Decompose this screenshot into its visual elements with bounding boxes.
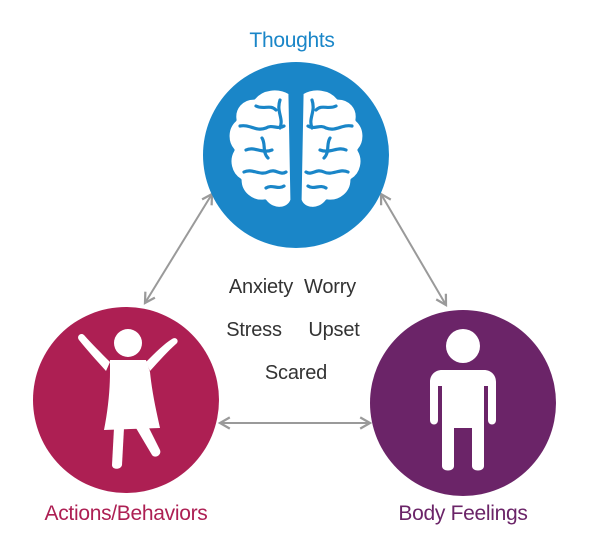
actions-node — [33, 307, 219, 493]
body-feelings-label: Body Feelings — [398, 502, 528, 525]
emotion-label: Worry — [304, 276, 356, 298]
brain-icon — [226, 87, 366, 210]
thoughts-node — [203, 62, 389, 248]
actions-label: Actions/Behaviors — [44, 502, 208, 525]
arrow-thoughts-actions — [143, 192, 214, 305]
dancing-child-icon — [78, 329, 178, 469]
emotion-label: Upset — [308, 319, 360, 341]
thoughts-label: Thoughts — [249, 29, 335, 52]
body-feelings-node — [370, 310, 556, 496]
emotion-label: Stress — [226, 319, 282, 341]
emotion-label: Anxiety — [228, 276, 294, 298]
emotion-label: Scared — [264, 362, 328, 384]
standing-person-icon — [430, 329, 496, 471]
arrow-thoughts-body — [379, 192, 448, 307]
